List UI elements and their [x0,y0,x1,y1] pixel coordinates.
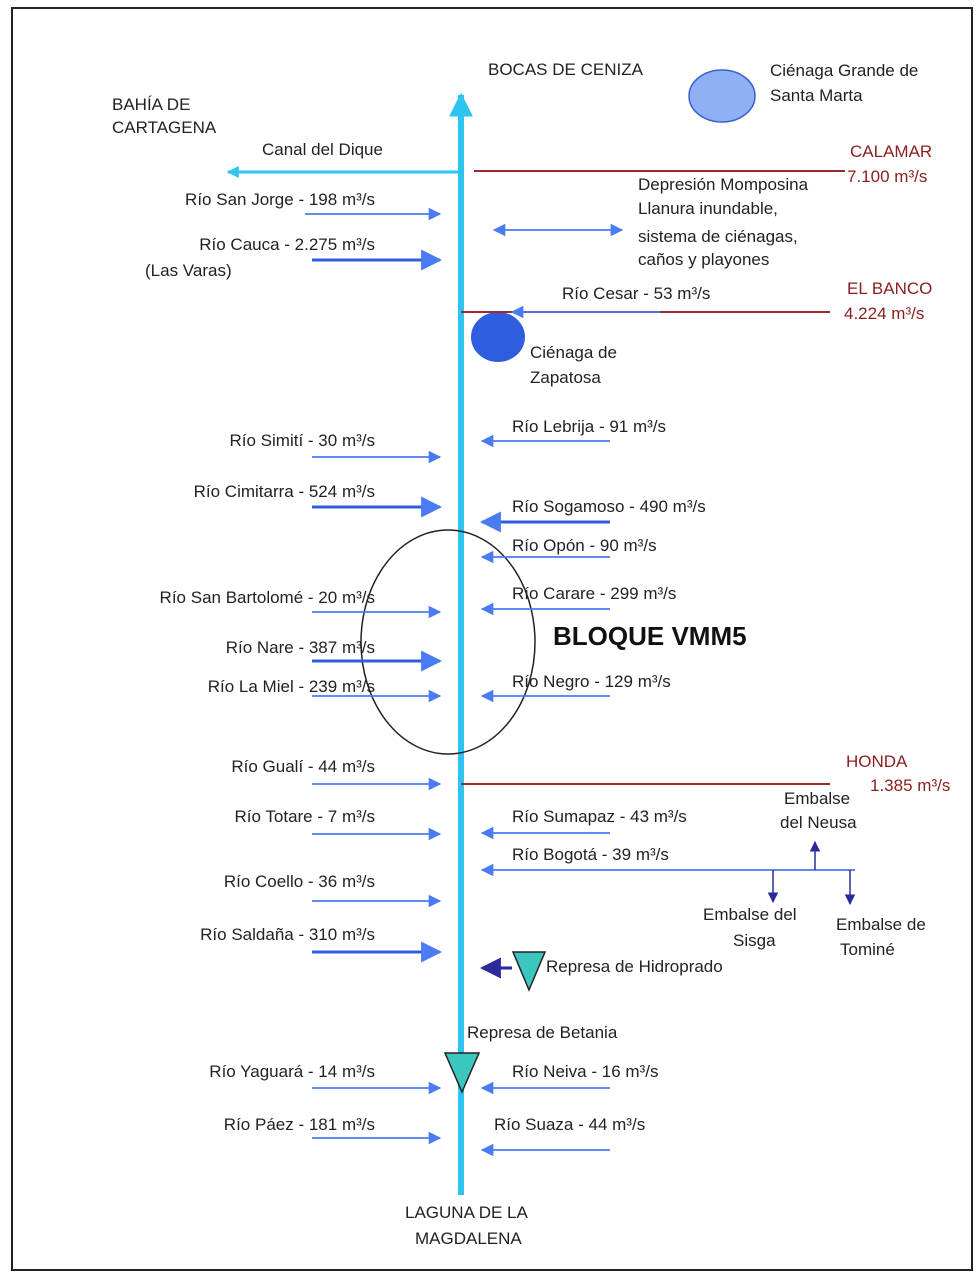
station-el-banco-flow: 4.224 m³/s [844,304,924,323]
label-bahia-line1: BAHÍA DE [112,95,190,114]
tributary-label-rio-totare: Río Totare - 7 m³/s [235,807,375,826]
tributary-label-rio-guali: Río Gualí - 44 m³/s [231,757,375,776]
label-betania: Represa de Betania [467,1023,618,1042]
tributary-label-rio-yaguara: Río Yaguará - 14 m³/s [209,1062,375,1081]
tributary-label-rio-cesar: Río Cesar - 53 m³/s [562,284,710,303]
dam-betania-icon [443,1052,481,1094]
tributary-label-rio-saldana: Río Saldaña - 310 m³/s [200,925,375,944]
station-honda-name: HONDA [846,752,908,771]
cienaga-grande-shape [688,69,756,123]
label-bocas-de-ceniza: BOCAS DE CENIZA [488,60,644,79]
tributary-label-rio-simiti: Río Simití - 30 m³/s [230,431,376,450]
tributary-label-rio-san-jorge: Río San Jorge - 198 m³/s [185,190,375,209]
tributary-label-rio-suaza: Río Suaza - 44 m³/s [494,1115,645,1134]
label-zapatosa-line1: Ciénaga de [530,343,617,362]
tributary-label-rio-sumapaz: Río Sumapaz - 43 m³/s [512,807,687,826]
tributary-label-rio-la-miel: Río La Miel - 239 m³/s [208,677,375,696]
label-bahia-line2: CARTAGENA [112,118,217,137]
tributary-label-rio-cimitarra: Río Cimitarra - 524 m³/s [194,482,375,501]
station-honda-flow: 1.385 m³/s [870,776,950,795]
tributary-label-rio-bogota: Río Bogotá - 39 m³/s [512,845,669,864]
label-momposina-line4: caños y playones [638,250,769,269]
tributary-label-rio-lebrija: Río Lebrija - 91 m³/s [512,417,666,436]
tributary-label-rio-opon: Río Opón - 90 m³/s [512,536,657,555]
station-calamar-name: CALAMAR [850,142,932,161]
label-canal-del-dique: Canal del Dique [262,140,383,159]
label-momposina-line1: Depresión Momposina [638,175,809,194]
label-momposina-line3: sistema de ciénagas, [638,227,798,246]
cienaga-zapatosa-shape [471,312,525,362]
label-sisga-line1: Embalse del [703,905,797,924]
label-laguna-line2: MAGDALENA [415,1229,522,1248]
label-hidroprado: Represa de Hidroprado [546,957,723,976]
label-tomine-line1: Embalse de [836,915,926,934]
label-momposina-line2: Llanura inundable, [638,199,778,218]
tributary-label-rio-paez: Río Páez - 181 m³/s [224,1115,375,1134]
dam-hidroprado-icon [511,951,547,992]
figure-border [11,7,973,1271]
label-cienaga-grande-line1: Ciénaga Grande de [770,61,918,80]
tributary-label-rio-carare: Río Carare - 299 m³/s [512,584,676,603]
label-bloque-vmm5: BLOQUE VMM5 [553,621,747,651]
tributary-note: (Las Varas) [145,261,232,280]
tributary-label-rio-coello: Río Coello - 36 m³/s [224,872,375,891]
tributary-label-rio-cauca: Río Cauca - 2.275 m³/s [199,235,375,254]
label-sisga-line2: Sisga [733,931,776,950]
label-neusa-line2: del Neusa [780,813,857,832]
station-el-banco-name: EL BANCO [847,279,932,298]
label-cienaga-grande-line2: Santa Marta [770,86,863,105]
tributary-label-rio-nare: Río Nare - 387 m³/s [226,638,375,657]
label-tomine-line2: Tominé [840,940,895,959]
label-neusa-line1: Embalse [784,789,850,808]
station-calamar-flow: 7.100 m³/s [847,167,927,186]
label-zapatosa-line2: Zapatosa [530,368,601,387]
tributary-label-rio-negro: Río Negro - 129 m³/s [512,672,671,691]
tributary-label-rio-neiva: Río Neiva - 16 m³/s [512,1062,658,1081]
label-laguna-line1: LAGUNA DE LA [405,1203,528,1222]
tributary-label-rio-sogamoso: Río Sogamoso - 490 m³/s [512,497,706,516]
bloque-vmm5-outline [360,529,536,755]
tributary-label-rio-san-bartolome: Río San Bartolomé - 20 m³/s [160,588,375,607]
